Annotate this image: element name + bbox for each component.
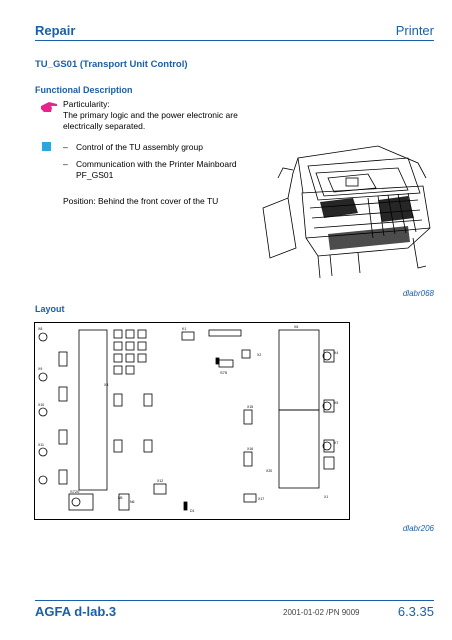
label-x9: X9 (38, 367, 42, 371)
label-x4: X4 (334, 351, 338, 355)
label-x2: X2 (257, 353, 261, 357)
label-n5: N5 (118, 496, 123, 500)
layout-caption: dlabr206 (402, 524, 434, 533)
label-x10: X10 (38, 403, 44, 407)
label-x7: X7 (334, 441, 338, 445)
footer-page-number: 6.3.35 (397, 604, 434, 619)
bullet-dash-1: – (63, 142, 68, 152)
label-n6: N6 (130, 500, 135, 504)
label-x6: X6 (294, 325, 298, 329)
particularity-label: Particularity: (63, 99, 110, 109)
label-x8: X8 (38, 327, 42, 331)
bullet-item-2-line1: Communication with the Printer Mainboard (76, 159, 237, 169)
label-k1: K1 (182, 327, 186, 331)
particularity-text-line1: The primary logic and the power electron… (63, 110, 238, 120)
label-x1: X1 (324, 495, 328, 499)
label-x17: X17 (258, 497, 264, 501)
label-x11: X11 (38, 443, 44, 447)
footer-rule (35, 600, 434, 601)
pointing-hand-icon (40, 100, 58, 112)
bullet-dash-2: – (63, 159, 68, 169)
header-section-title: Repair (35, 23, 76, 38)
label-x5: X5 (334, 401, 338, 405)
label-x15: X15 (247, 405, 253, 409)
bullet-item-2-line2: PF_GS01 (76, 170, 114, 180)
board-layout-diagram: X8 X9 X10 X11 S720 K1 D1 S75 X6 X4 X5 X7… (34, 322, 350, 520)
photo-caption: dlabr068 (402, 289, 434, 298)
page-title: TU_GS01 (Transport Unit Control) (35, 59, 188, 70)
label-x3: X3 (104, 383, 108, 387)
label-x20: X20 (266, 469, 272, 473)
label-x16: X16 (247, 447, 253, 451)
transport-unit-illustration (258, 138, 434, 284)
footer-date: 2001-01-02 /PN 9009 (283, 608, 360, 617)
label-d1: D1 (190, 509, 195, 513)
bullet-item-1: Control of the TU assembly group (76, 142, 203, 152)
label-s75: S75 (220, 370, 228, 375)
footer-product: AGFA d-lab.3 (35, 604, 117, 619)
functional-description-heading: Functional Description (35, 85, 133, 95)
label-s720: S720 (70, 489, 80, 494)
layout-heading: Layout (35, 304, 65, 314)
info-square-icon (42, 142, 51, 151)
header-rule (35, 40, 434, 41)
position-text: Position: Behind the front cover of the … (63, 196, 219, 206)
particularity-text-line2: electrically separated. (63, 121, 146, 131)
header-chapter-title: Printer (395, 23, 434, 38)
label-x12: X12 (157, 479, 163, 483)
